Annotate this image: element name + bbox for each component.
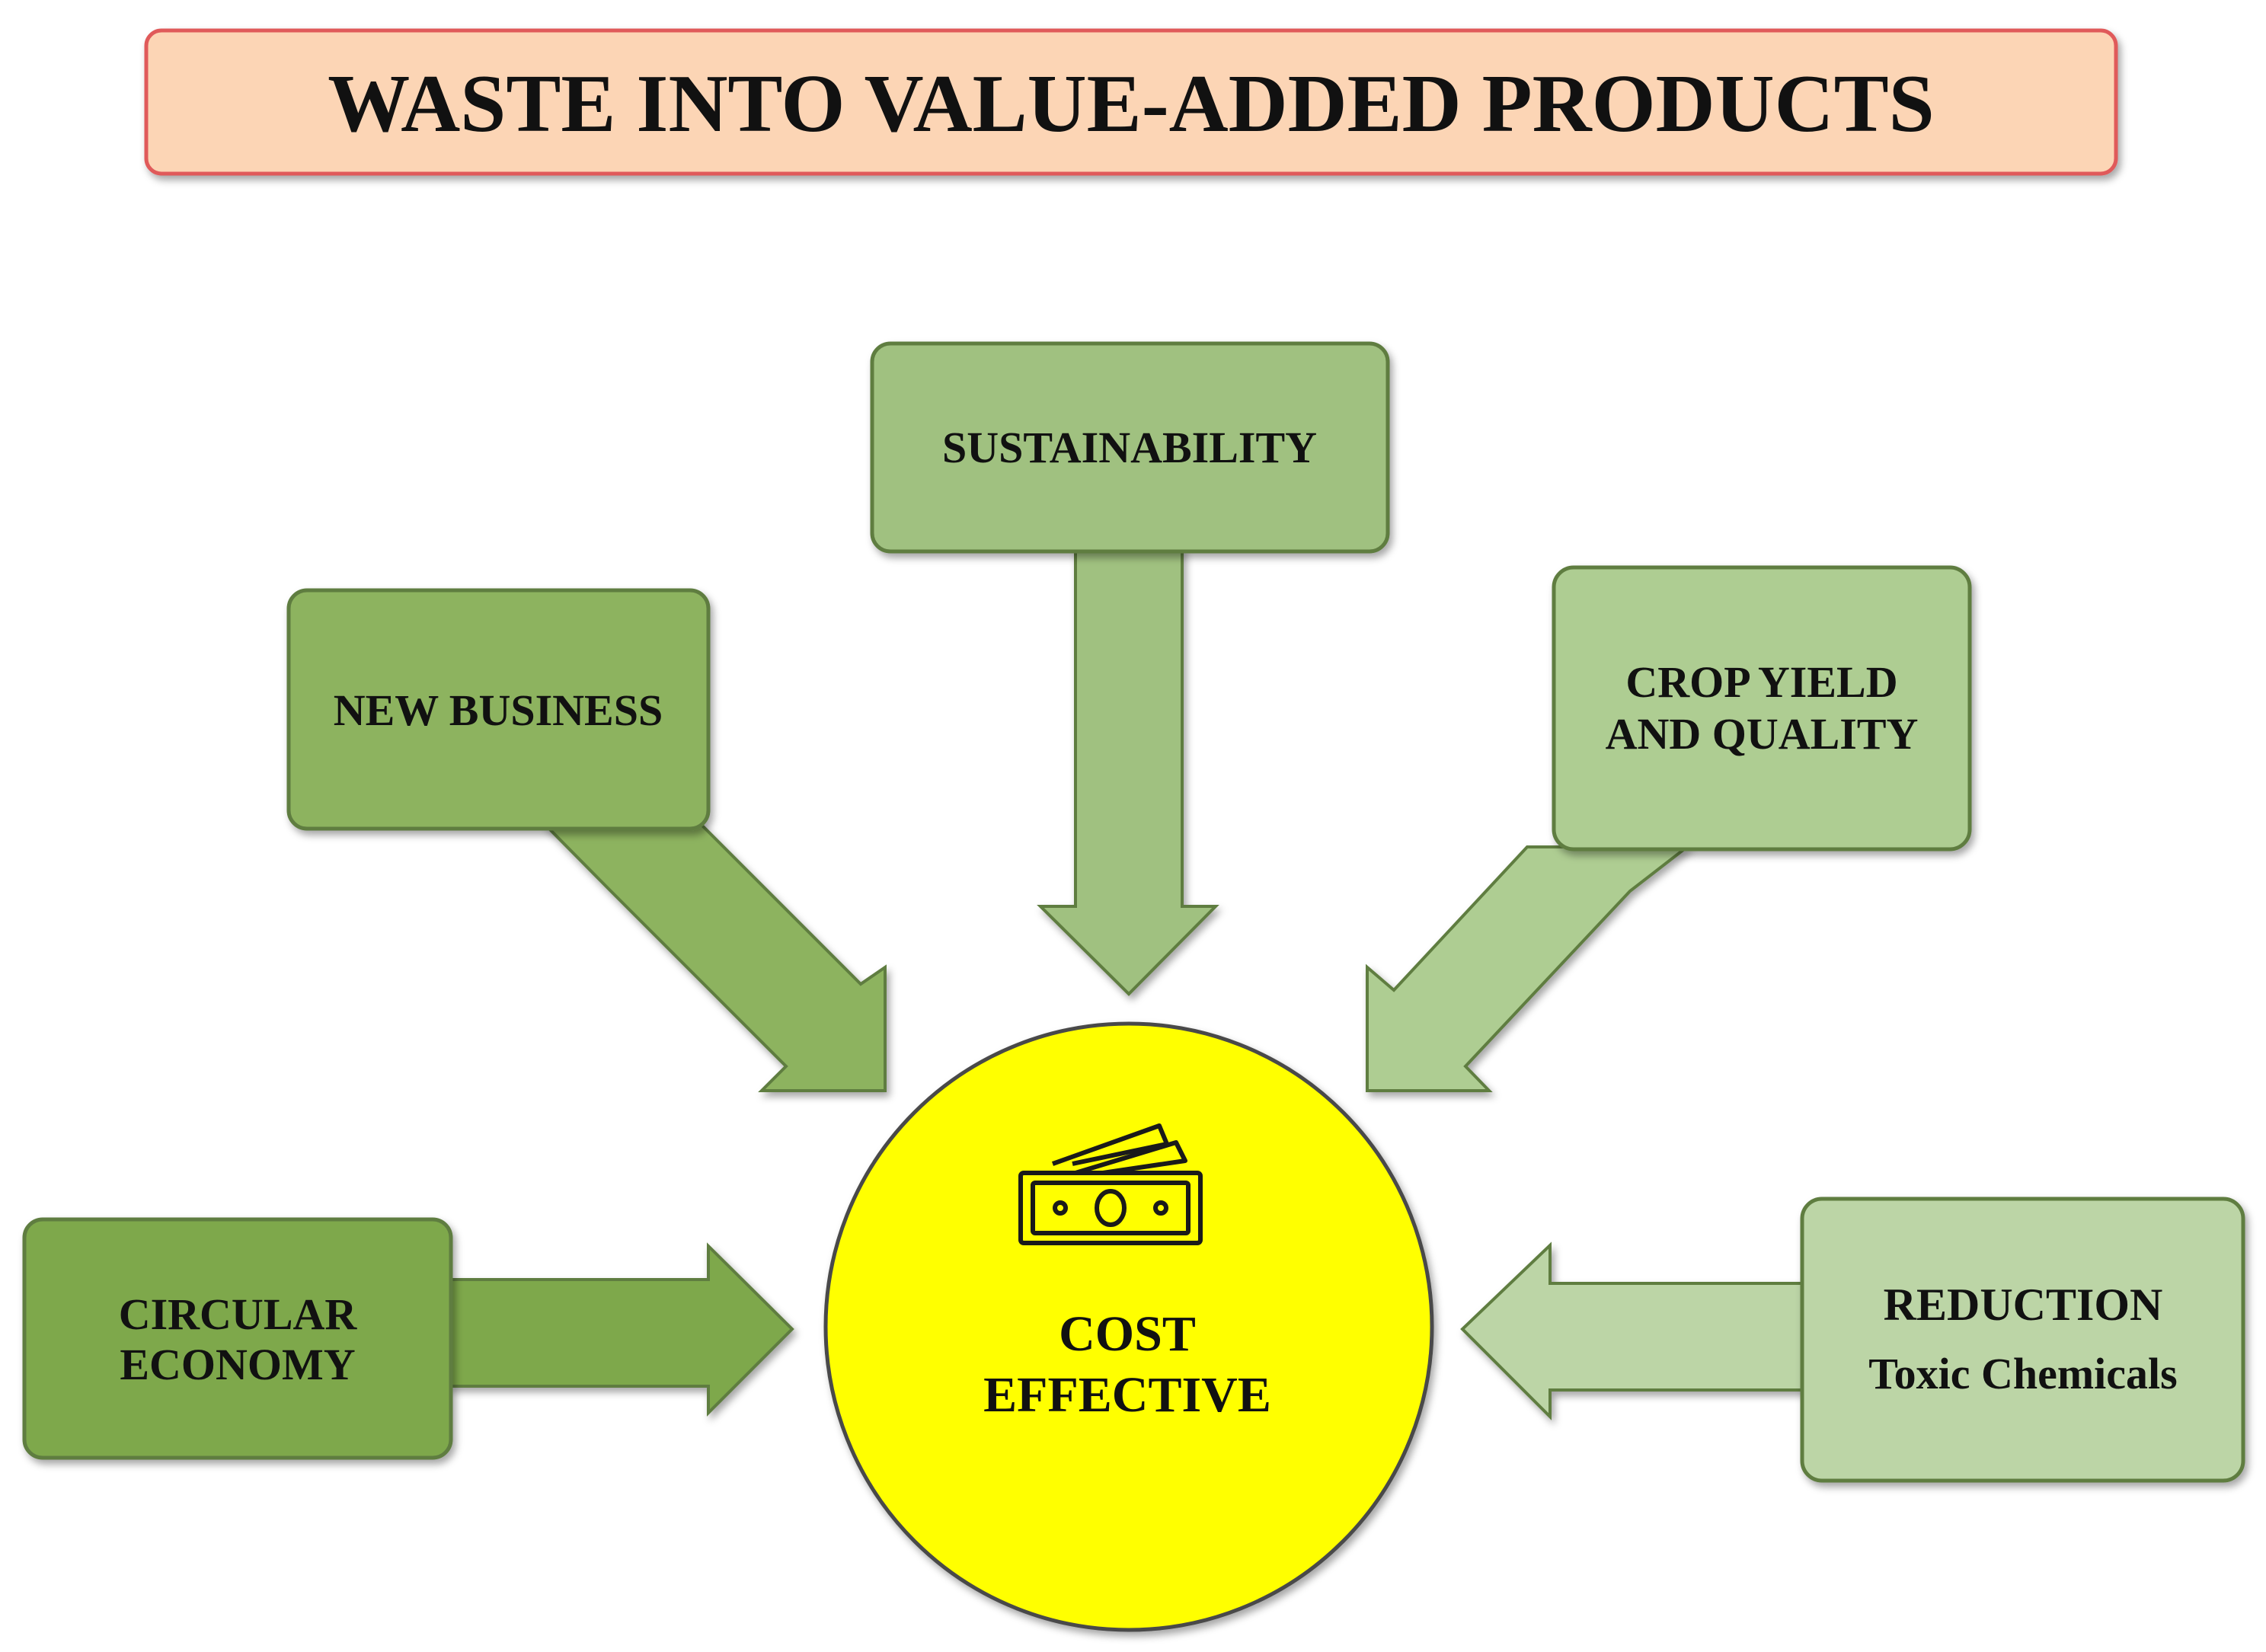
sustainability-node: SUSTAINABILITY bbox=[870, 341, 1390, 554]
new-business-label: NEW BUSINESS bbox=[334, 685, 663, 735]
center-label-line2: EFFECTIVE bbox=[983, 1367, 1271, 1423]
reduction-node: REDUCTION Toxic Chemicals bbox=[1800, 1197, 2245, 1483]
arrows bbox=[448, 547, 1807, 1420]
center-node: COST EFFECTIVE bbox=[823, 1021, 1434, 1632]
sustainability-box bbox=[870, 341, 1390, 554]
sustainability-label: SUSTAINABILITY bbox=[942, 423, 1317, 472]
crop-yield-label-line2: AND QUALITY bbox=[1606, 709, 1919, 759]
reduction-box bbox=[1800, 1197, 2245, 1483]
reduction-sublabel: Toxic Chemicals bbox=[1868, 1349, 2177, 1398]
circular-economy-label-line2: ECONOMY bbox=[120, 1340, 355, 1389]
reduction-label: REDUCTION bbox=[1884, 1280, 2163, 1330]
crop-yield-box bbox=[1552, 565, 1972, 852]
new-business-arrow bbox=[541, 823, 887, 1092]
money-icon bbox=[1018, 1123, 1203, 1245]
circular-economy-box bbox=[22, 1217, 453, 1460]
circular-economy-node: CIRCULAR ECONOMY bbox=[22, 1217, 453, 1460]
reduction-arrow bbox=[1460, 1241, 1807, 1420]
crop-yield-node: CROP YIELD AND QUALITY bbox=[1552, 565, 1972, 852]
title-text: WASTE INTO VALUE-ADDED PRODUCTS bbox=[328, 59, 1934, 149]
crop-yield-label-line1: CROP YIELD bbox=[1625, 657, 1897, 707]
new-business-box bbox=[286, 588, 711, 831]
center-label-line1: COST bbox=[1059, 1306, 1196, 1362]
new-business-node: NEW BUSINESS bbox=[286, 588, 711, 831]
circular-economy-arrow bbox=[448, 1242, 794, 1417]
crop-yield-arrow bbox=[1366, 845, 1692, 1092]
sustainability-arrow bbox=[1037, 547, 1219, 996]
center-circle bbox=[823, 1021, 1434, 1632]
title-box bbox=[144, 28, 2118, 176]
circular-economy-label-line1: CIRCULAR bbox=[119, 1289, 358, 1339]
title-banner: WASTE INTO VALUE-ADDED PRODUCTS bbox=[144, 28, 2118, 176]
